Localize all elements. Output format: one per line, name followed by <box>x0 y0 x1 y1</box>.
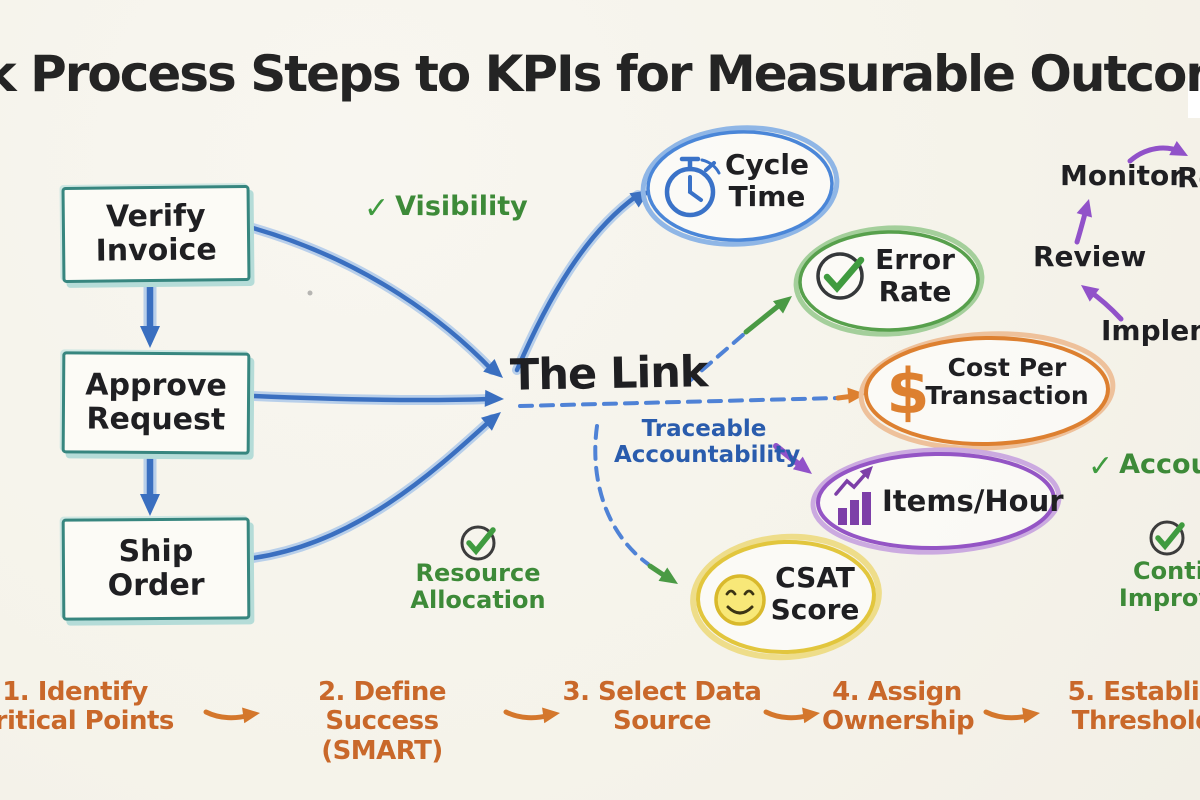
kpi-oval-cost-per-transaction <box>858 331 1116 451</box>
step-arrow-heads <box>242 707 1040 724</box>
arrow-link-to-cycle-time <box>514 192 641 373</box>
cycle-label-refine: Refine <box>1177 161 1200 194</box>
annotation-traceable-accountability: Traceable Accountability <box>614 416 801 468</box>
arrow-verify-to-link <box>250 225 495 373</box>
dashed-link-heads <box>647 296 866 584</box>
step-3-select-data-source: 3. Select Data Source <box>562 677 762 737</box>
corner-artifact <box>1188 74 1200 118</box>
step-4-assign-ownership: 4. Assign Ownership <box>822 677 975 737</box>
bar-chart-icon <box>834 466 873 525</box>
annotation-resource-allocation: Resource Allocation <box>410 559 546 615</box>
kpi-label-items-per-hour: Items/Hour <box>882 484 1064 518</box>
annotation-visibility: ✓ Visibility <box>364 191 528 226</box>
arrow-ship-to-link <box>250 416 495 561</box>
step-2-define-success: 2. Define Success (SMART) <box>317 677 447 766</box>
kpi-oval-error-rate <box>793 225 985 337</box>
stray-dot <box>307 290 313 296</box>
check-circle-icon <box>816 252 865 300</box>
diagram-title: Link Process Steps to KPIs for Measurabl… <box>0 45 1200 103</box>
dash-link-to-error <box>684 332 746 386</box>
visibility-label: Visibility <box>395 191 528 222</box>
cycle-arrow-heads <box>1076 140 1188 302</box>
visibility-check-icon: ✓ <box>364 191 390 226</box>
process-box-approve-request: Approve Request <box>61 351 251 455</box>
step-1-identify-critical-points: 1. Identify Critical Points <box>0 677 174 737</box>
kpi-label-error-rate: Error Rate <box>875 243 955 308</box>
smiley-icon <box>714 574 766 626</box>
hub-label: The Link <box>509 347 708 401</box>
cycle-label-review: Review <box>1033 240 1147 273</box>
dollar-icon: $ <box>886 355 929 428</box>
flow-arrows <box>140 190 650 563</box>
process-box-ship-order: Ship Order <box>61 517 251 621</box>
kpi-label-cost-per-transaction: Cost Per Transaction <box>925 353 1089 411</box>
kpi-label-csat-score: CSAT Score <box>770 561 860 626</box>
dash-link-to-csat <box>593 424 650 566</box>
step-5-establish-thresholds: 5. Establish Thresholds <box>1067 677 1200 737</box>
process-box-verify-invoice: Verify Invoice <box>61 185 251 283</box>
cycle-label-monitor: Monitor <box>1060 159 1184 192</box>
arrow-approve-to-link <box>250 393 493 403</box>
accountability-label: Accountability <box>1119 449 1200 480</box>
stopwatch-icon <box>664 156 721 218</box>
dash-link-to-cost <box>518 396 840 408</box>
continuous-check-icon <box>1149 520 1185 556</box>
kpi-label-cycle-time: Cycle Time <box>725 148 809 213</box>
resource-check-icon <box>460 525 496 561</box>
cycle-label-implement: Implement <box>1101 314 1200 347</box>
kpi-oval-items-per-hour <box>810 447 1062 555</box>
annotation-accountability: ✓ Accountability <box>1088 449 1200 484</box>
annotation-continuous-improvement: Continuous Improvement <box>1118 557 1200 613</box>
accountability-check-icon: ✓ <box>1088 449 1114 484</box>
dashed-links <box>518 332 840 566</box>
